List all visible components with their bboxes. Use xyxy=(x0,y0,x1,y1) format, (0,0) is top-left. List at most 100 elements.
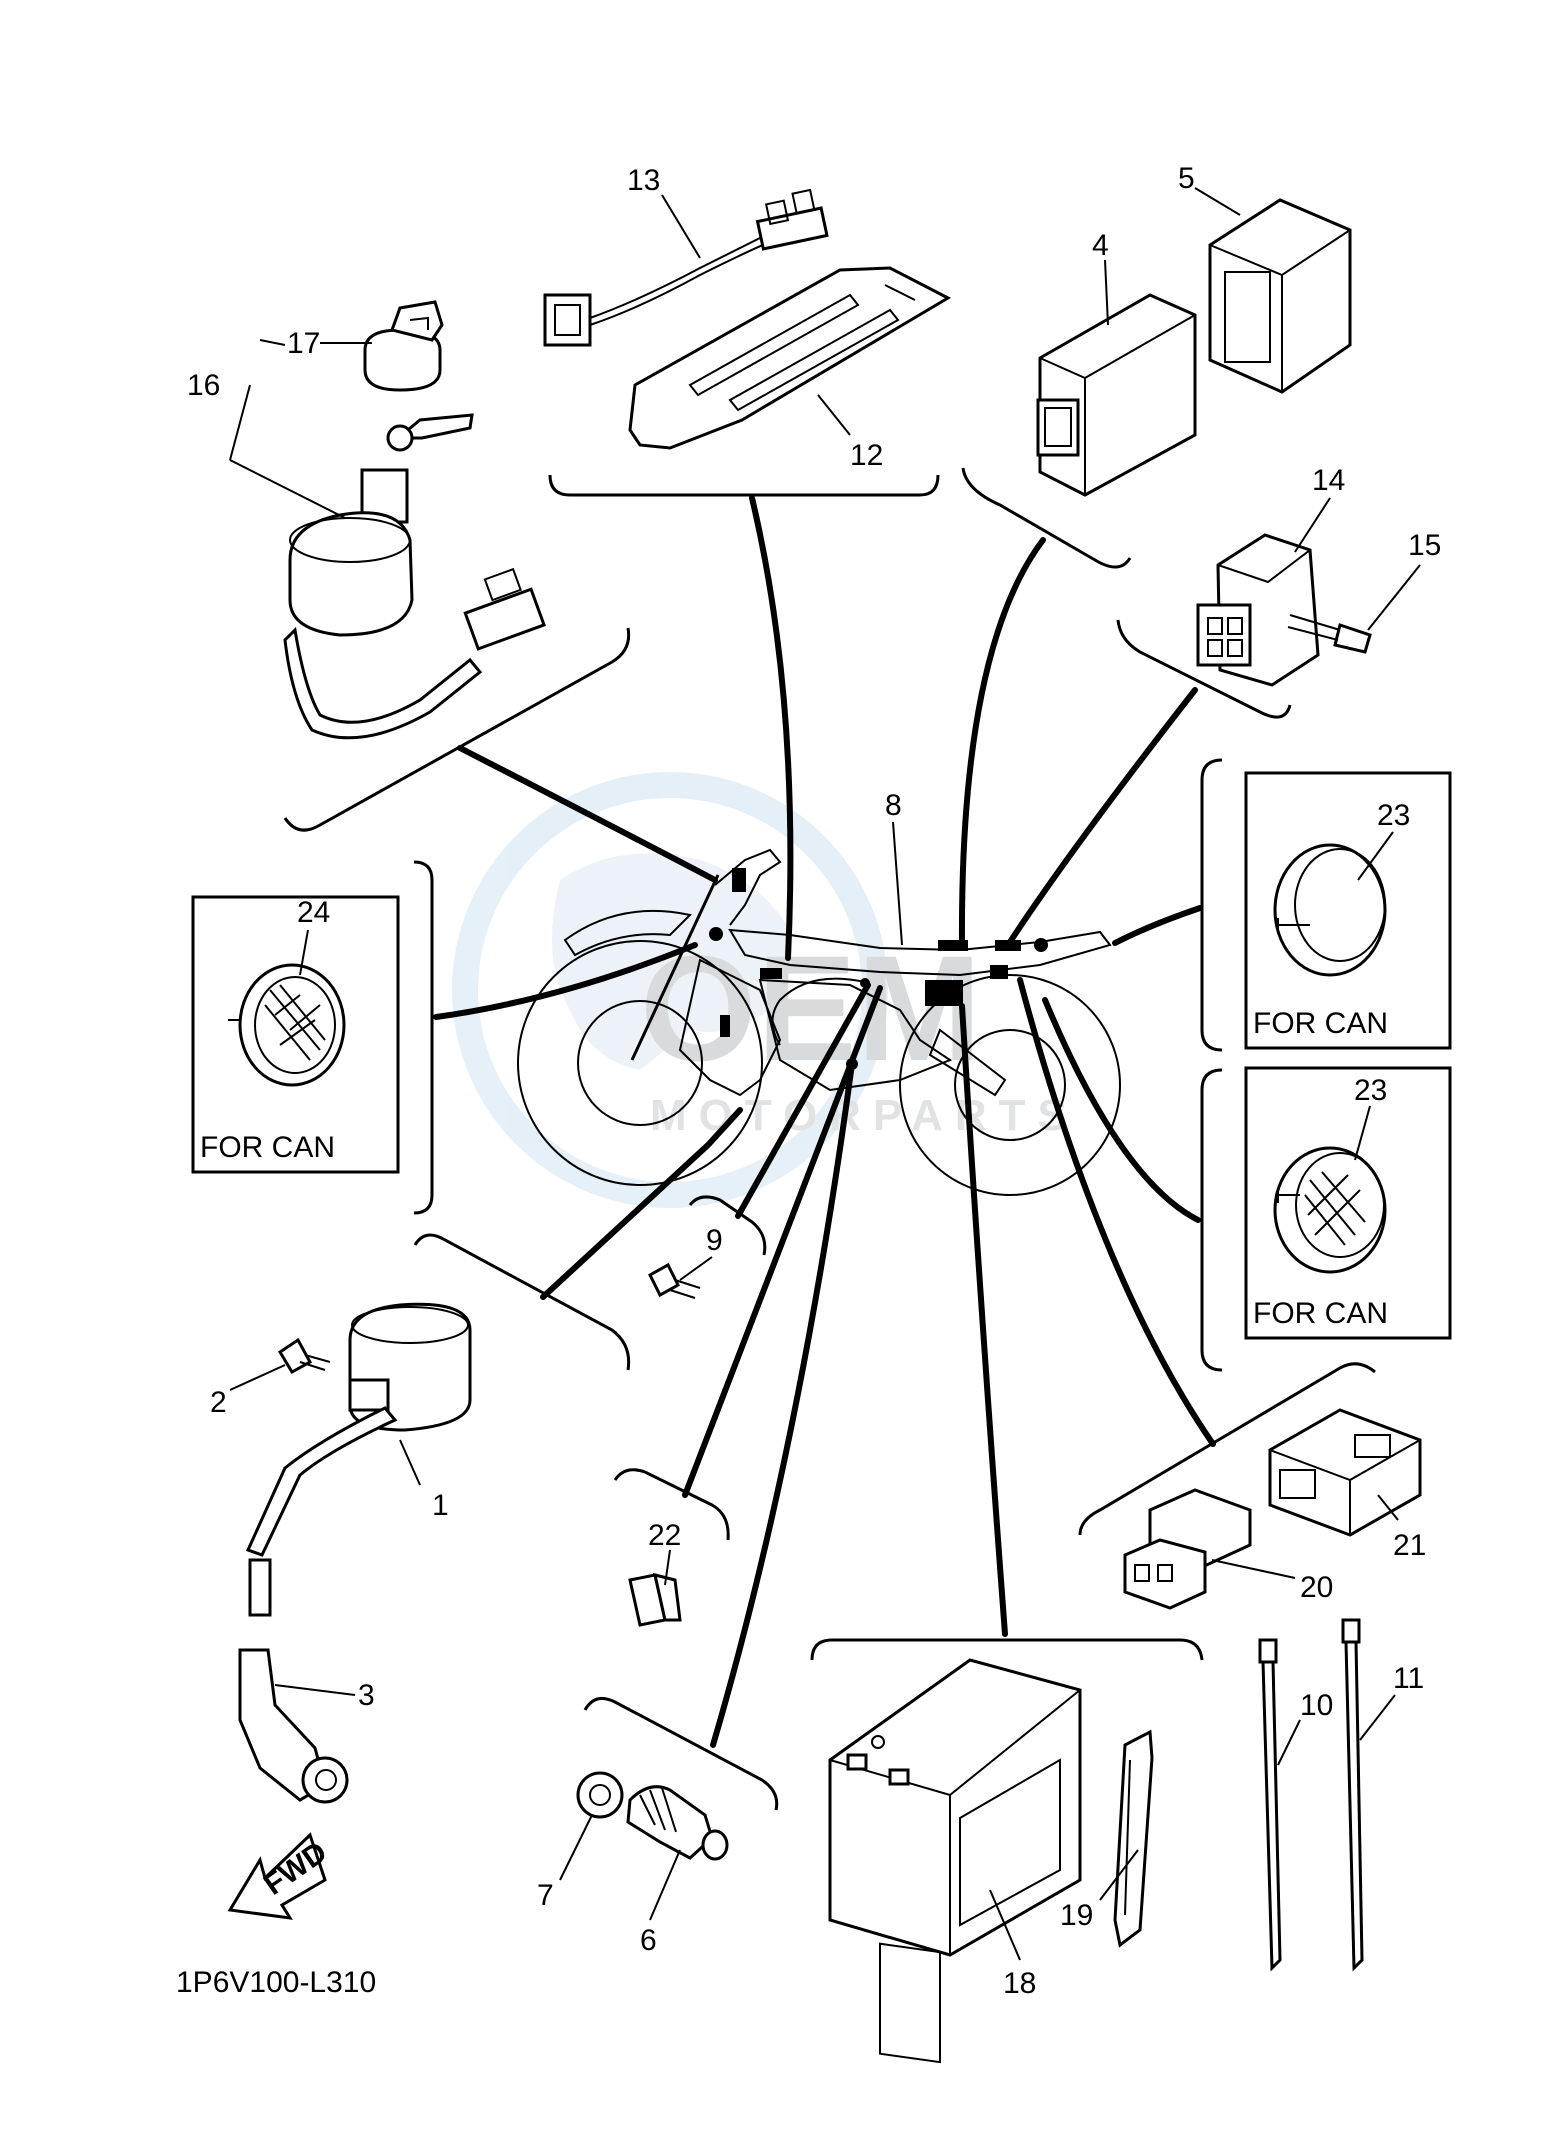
part-10-cable-tie xyxy=(1258,1638,1282,1972)
part-5-cover xyxy=(1208,198,1352,394)
rear-wheel xyxy=(899,974,1121,1196)
harness-marker xyxy=(990,965,1008,979)
frame-upper xyxy=(728,928,1112,977)
line-connectors xyxy=(1017,977,1216,1447)
bracket-can-right-top xyxy=(1200,758,1223,1052)
callout-14: 14 xyxy=(1312,464,1345,497)
callout-20: 20 xyxy=(1300,1571,1333,1604)
part-16-ignition-switch xyxy=(283,413,546,740)
swingarm xyxy=(928,1028,1007,1097)
callout-8: 8 xyxy=(885,789,902,822)
frame-lower xyxy=(678,958,782,1097)
part-7-washer xyxy=(576,1771,624,1819)
callout-21: 21 xyxy=(1393,1529,1426,1562)
front-wheel xyxy=(517,940,763,1186)
bracket-can-right-bottom xyxy=(1200,1068,1223,1372)
line-fuel-cover xyxy=(749,495,794,961)
connector-lines xyxy=(433,495,1216,1748)
line-fuse xyxy=(682,985,883,1498)
harness-markers xyxy=(709,868,1048,1070)
callout-19: 19 xyxy=(1060,1899,1093,1932)
part-14-relay xyxy=(1196,533,1320,687)
lead-wire xyxy=(589,237,761,319)
watermark-sub: MOTORPARTS xyxy=(650,1091,1079,1140)
part-20-connector xyxy=(1123,1488,1252,1610)
can-label-right-top: FOR CAN xyxy=(1253,1007,1388,1040)
line-can-right-top xyxy=(1112,905,1203,946)
line-coil xyxy=(540,1107,743,1300)
group-brackets xyxy=(283,467,1376,1811)
line-can-right-bottom xyxy=(1042,997,1201,1223)
callout-numbers: 1 2 3 4 5 6 7 8 9 10 11 12 13 14 15 16 1… xyxy=(187,162,1441,2000)
bracket-can-left xyxy=(413,860,434,1215)
line-neutral xyxy=(710,1061,855,1748)
harness-marker xyxy=(760,968,782,979)
lead-connector-left xyxy=(543,293,592,347)
can-box-left: FOR CAN xyxy=(191,895,400,1174)
line-ignition xyxy=(457,745,718,883)
callout-13: 13 xyxy=(627,164,660,197)
motorcycle-outline xyxy=(517,848,1121,1196)
can-box-right-bottom: FOR CAN xyxy=(1244,1066,1452,1340)
callout-1: 1 xyxy=(432,1489,449,1522)
can-box-right-top: FOR CAN xyxy=(1244,771,1452,1050)
part-17-cap xyxy=(363,300,444,392)
callout-24: 24 xyxy=(297,896,330,929)
part-12-cover-plate xyxy=(628,266,952,450)
harness-marker xyxy=(925,980,963,1006)
watermark-continent xyxy=(552,853,790,1070)
bracket-fuse xyxy=(613,1468,730,1541)
line-bolt9 xyxy=(735,982,871,1219)
harness-marker xyxy=(938,940,968,951)
part-19-battery-band xyxy=(1113,1729,1154,1948)
front-fork xyxy=(630,874,720,1061)
callout-2: 2 xyxy=(210,1386,227,1419)
part-2-bolt xyxy=(277,1337,331,1375)
front-fender xyxy=(563,909,693,957)
lead-connector-right xyxy=(755,206,829,251)
line-can-left xyxy=(433,942,698,1020)
harness-marker xyxy=(732,868,746,892)
line-battery xyxy=(959,1003,1008,1637)
part-1-ignition-coil xyxy=(245,1302,472,1617)
diagram-code: 1P6V100-L310 xyxy=(176,1966,376,1999)
bracket-connectors xyxy=(1078,1362,1376,1536)
callout-15: 15 xyxy=(1408,529,1441,562)
callout-6: 6 xyxy=(640,1924,657,1957)
harness-marker xyxy=(720,1015,730,1037)
bracket-battery xyxy=(810,1638,1204,1661)
callout-18: 18 xyxy=(1003,1967,1036,2000)
ignition-cable xyxy=(283,626,483,740)
coil-lead xyxy=(245,1406,398,1557)
bracket-top-right xyxy=(961,467,1132,569)
harness-point xyxy=(1034,938,1048,952)
ignition-body xyxy=(288,511,414,637)
can-label-left: FOR CAN xyxy=(200,1131,335,1164)
callout-16: 16 xyxy=(187,369,220,402)
can-label-right-bottom: FOR CAN xyxy=(1253,1297,1388,1330)
ignition-key xyxy=(393,413,474,440)
callout-9: 9 xyxy=(706,1224,723,1257)
bracket-coil xyxy=(413,1233,631,1371)
harness-point xyxy=(709,927,723,941)
bracket-ignition xyxy=(283,627,631,832)
ignition-connector xyxy=(463,587,546,651)
callout-17: 17 xyxy=(287,327,320,360)
callout-22: 22 xyxy=(648,1519,681,1552)
part-11-cable-tie xyxy=(1341,1618,1364,1972)
bracket-bolt9 xyxy=(688,1195,767,1256)
callout-23-bottom: 23 xyxy=(1354,1074,1387,1107)
bracket-neutral xyxy=(583,1696,779,1811)
leader-lines xyxy=(229,187,1421,1961)
bracket-relay xyxy=(1116,619,1292,719)
watermark: OEM MOTORPARTS xyxy=(452,772,1079,1208)
part-13-lead-wire xyxy=(543,188,829,347)
callout-3: 3 xyxy=(358,1679,375,1712)
line-relay xyxy=(1005,687,1198,948)
line-cdi xyxy=(958,537,1046,948)
callout-11: 11 xyxy=(1393,1662,1424,1695)
part-22-fuse xyxy=(628,1572,682,1627)
fwd-arrow: FWD xyxy=(227,1832,333,1920)
handlebar xyxy=(714,848,782,926)
